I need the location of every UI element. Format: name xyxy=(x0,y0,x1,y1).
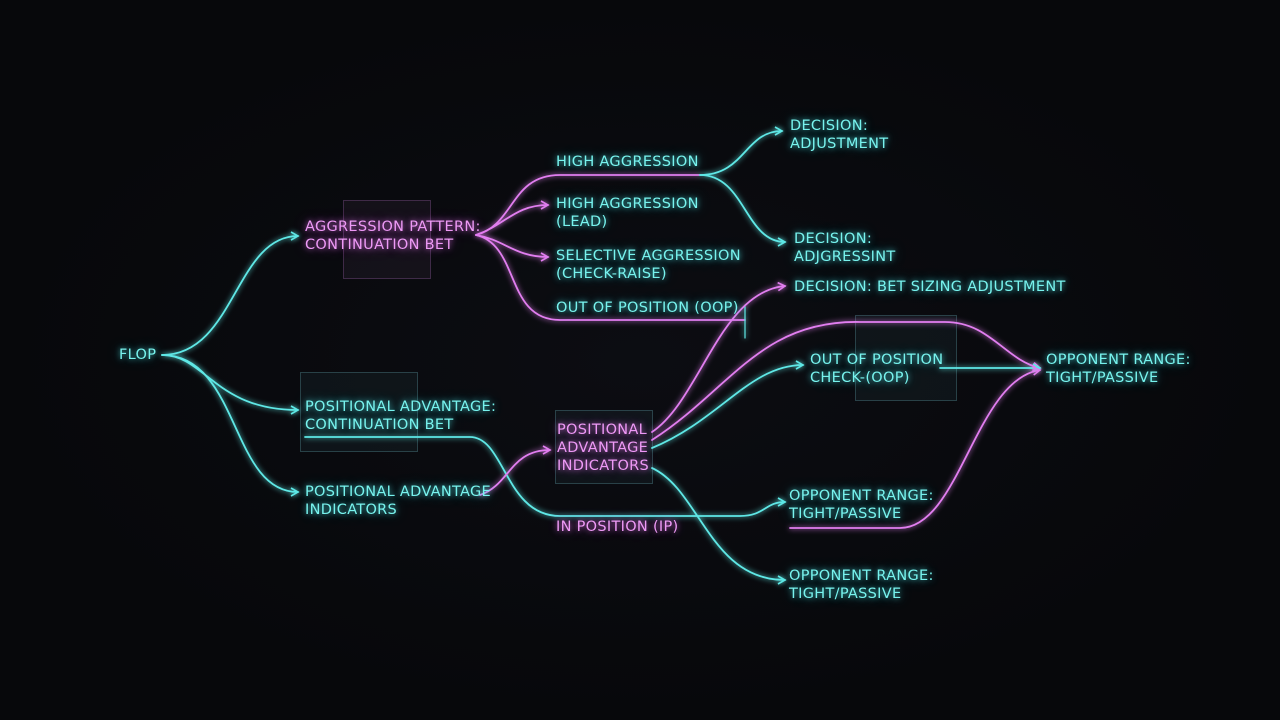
frame-positional-cbet xyxy=(300,372,418,452)
node-high-aggression: HIGH AGGRESSION xyxy=(556,154,699,170)
node-decision-adjustment: DECISION: ADJUSTMENT xyxy=(790,118,889,152)
node-oop-check: OUT OF POSITION CHECK-(OOP) xyxy=(810,352,944,386)
node-flop: FLOP xyxy=(119,347,157,363)
edge-aggr-selective xyxy=(475,234,550,262)
node-in-position: IN POSITION (IP) xyxy=(556,519,679,535)
node-aggression-pattern: AGGRESSION PATTERN: CONTINUATION BET xyxy=(305,219,481,253)
edge-opp-mid-opp-right xyxy=(789,366,1042,529)
node-opponent-range-bottom: OPPONENT RANGE: TIGHT/PASSIVE xyxy=(789,568,934,602)
node-selective-aggression: SELECTIVE AGGRESSION (CHECK-RAISE) xyxy=(556,248,741,282)
node-opponent-range-right: OPPONENT RANGE: TIGHT/PASSIVE xyxy=(1046,352,1191,386)
edge-high-decision-adjgressint xyxy=(699,174,787,247)
frame-oop-check xyxy=(855,315,957,401)
node-decision-bet-sizing: DECISION: BET SIZING ADJUSTMENT xyxy=(794,279,1066,295)
edge-mid-oop-check xyxy=(651,360,805,449)
edge-mid-opp-range-top xyxy=(651,321,1042,441)
node-decision-adjgressint: DECISION: ADJGRESSINT xyxy=(794,231,896,265)
edge-aggr-lead xyxy=(475,200,550,236)
edge-positional-cbet-in-position xyxy=(304,436,787,517)
node-positional-indicators-mid: POSITIONAL ADVANTAGE INDICATORS xyxy=(557,422,650,474)
edge-flop-aggression xyxy=(161,231,300,356)
node-positional-indicators-left: POSITIONAL ADVANTAGE INDICATORS xyxy=(305,484,492,518)
edge-indicators-to-mid xyxy=(479,445,552,496)
edge-aggr-oop xyxy=(475,234,746,321)
edge-flop-positional-cbet xyxy=(161,354,300,415)
node-opponent-range-mid: OPPONENT RANGE: TIGHT/PASSIVE xyxy=(789,488,934,522)
edge-mid-opp-range-bottom xyxy=(651,467,787,585)
frame-positional-indicators-mid xyxy=(555,410,653,484)
edge-flop-positional-indicators xyxy=(161,354,300,497)
edge-high-decision-adjustment xyxy=(699,126,784,176)
node-out-of-position: OUT OF POSITION (OOP) xyxy=(556,300,739,316)
node-positional-cbet: POSITIONAL ADVANTAGE: CONTINUATION BET xyxy=(305,399,497,433)
edge-mid-bet-sizing xyxy=(651,281,787,433)
node-high-aggression-lead: HIGH AGGRESSION (LEAD) xyxy=(556,196,699,230)
frame-aggression-pattern xyxy=(343,200,431,279)
